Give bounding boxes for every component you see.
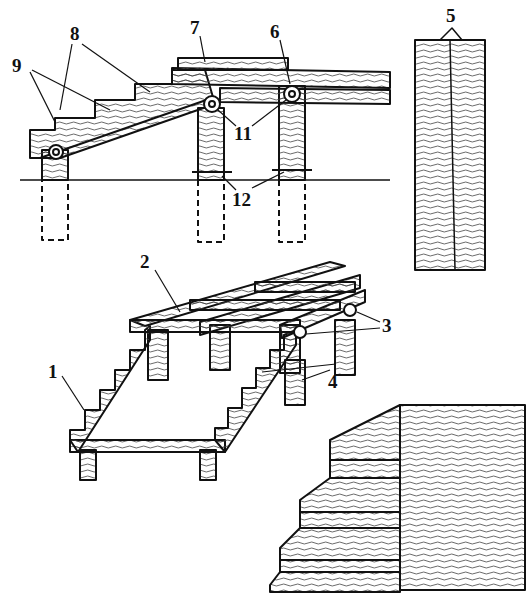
callout-number: 11 [234,124,252,143]
callout-number: 3 [382,316,392,335]
callout-number: 9 [12,56,22,75]
callout-number: 2 [140,252,150,271]
callout-number: 12 [232,190,251,209]
callout-number: 4 [328,372,338,391]
callout-number: 5 [446,6,456,25]
callout-number: 8 [70,24,80,43]
callout-number: 7 [190,18,200,37]
callout-number: 1 [48,362,58,381]
callout-number: 6 [270,22,280,41]
